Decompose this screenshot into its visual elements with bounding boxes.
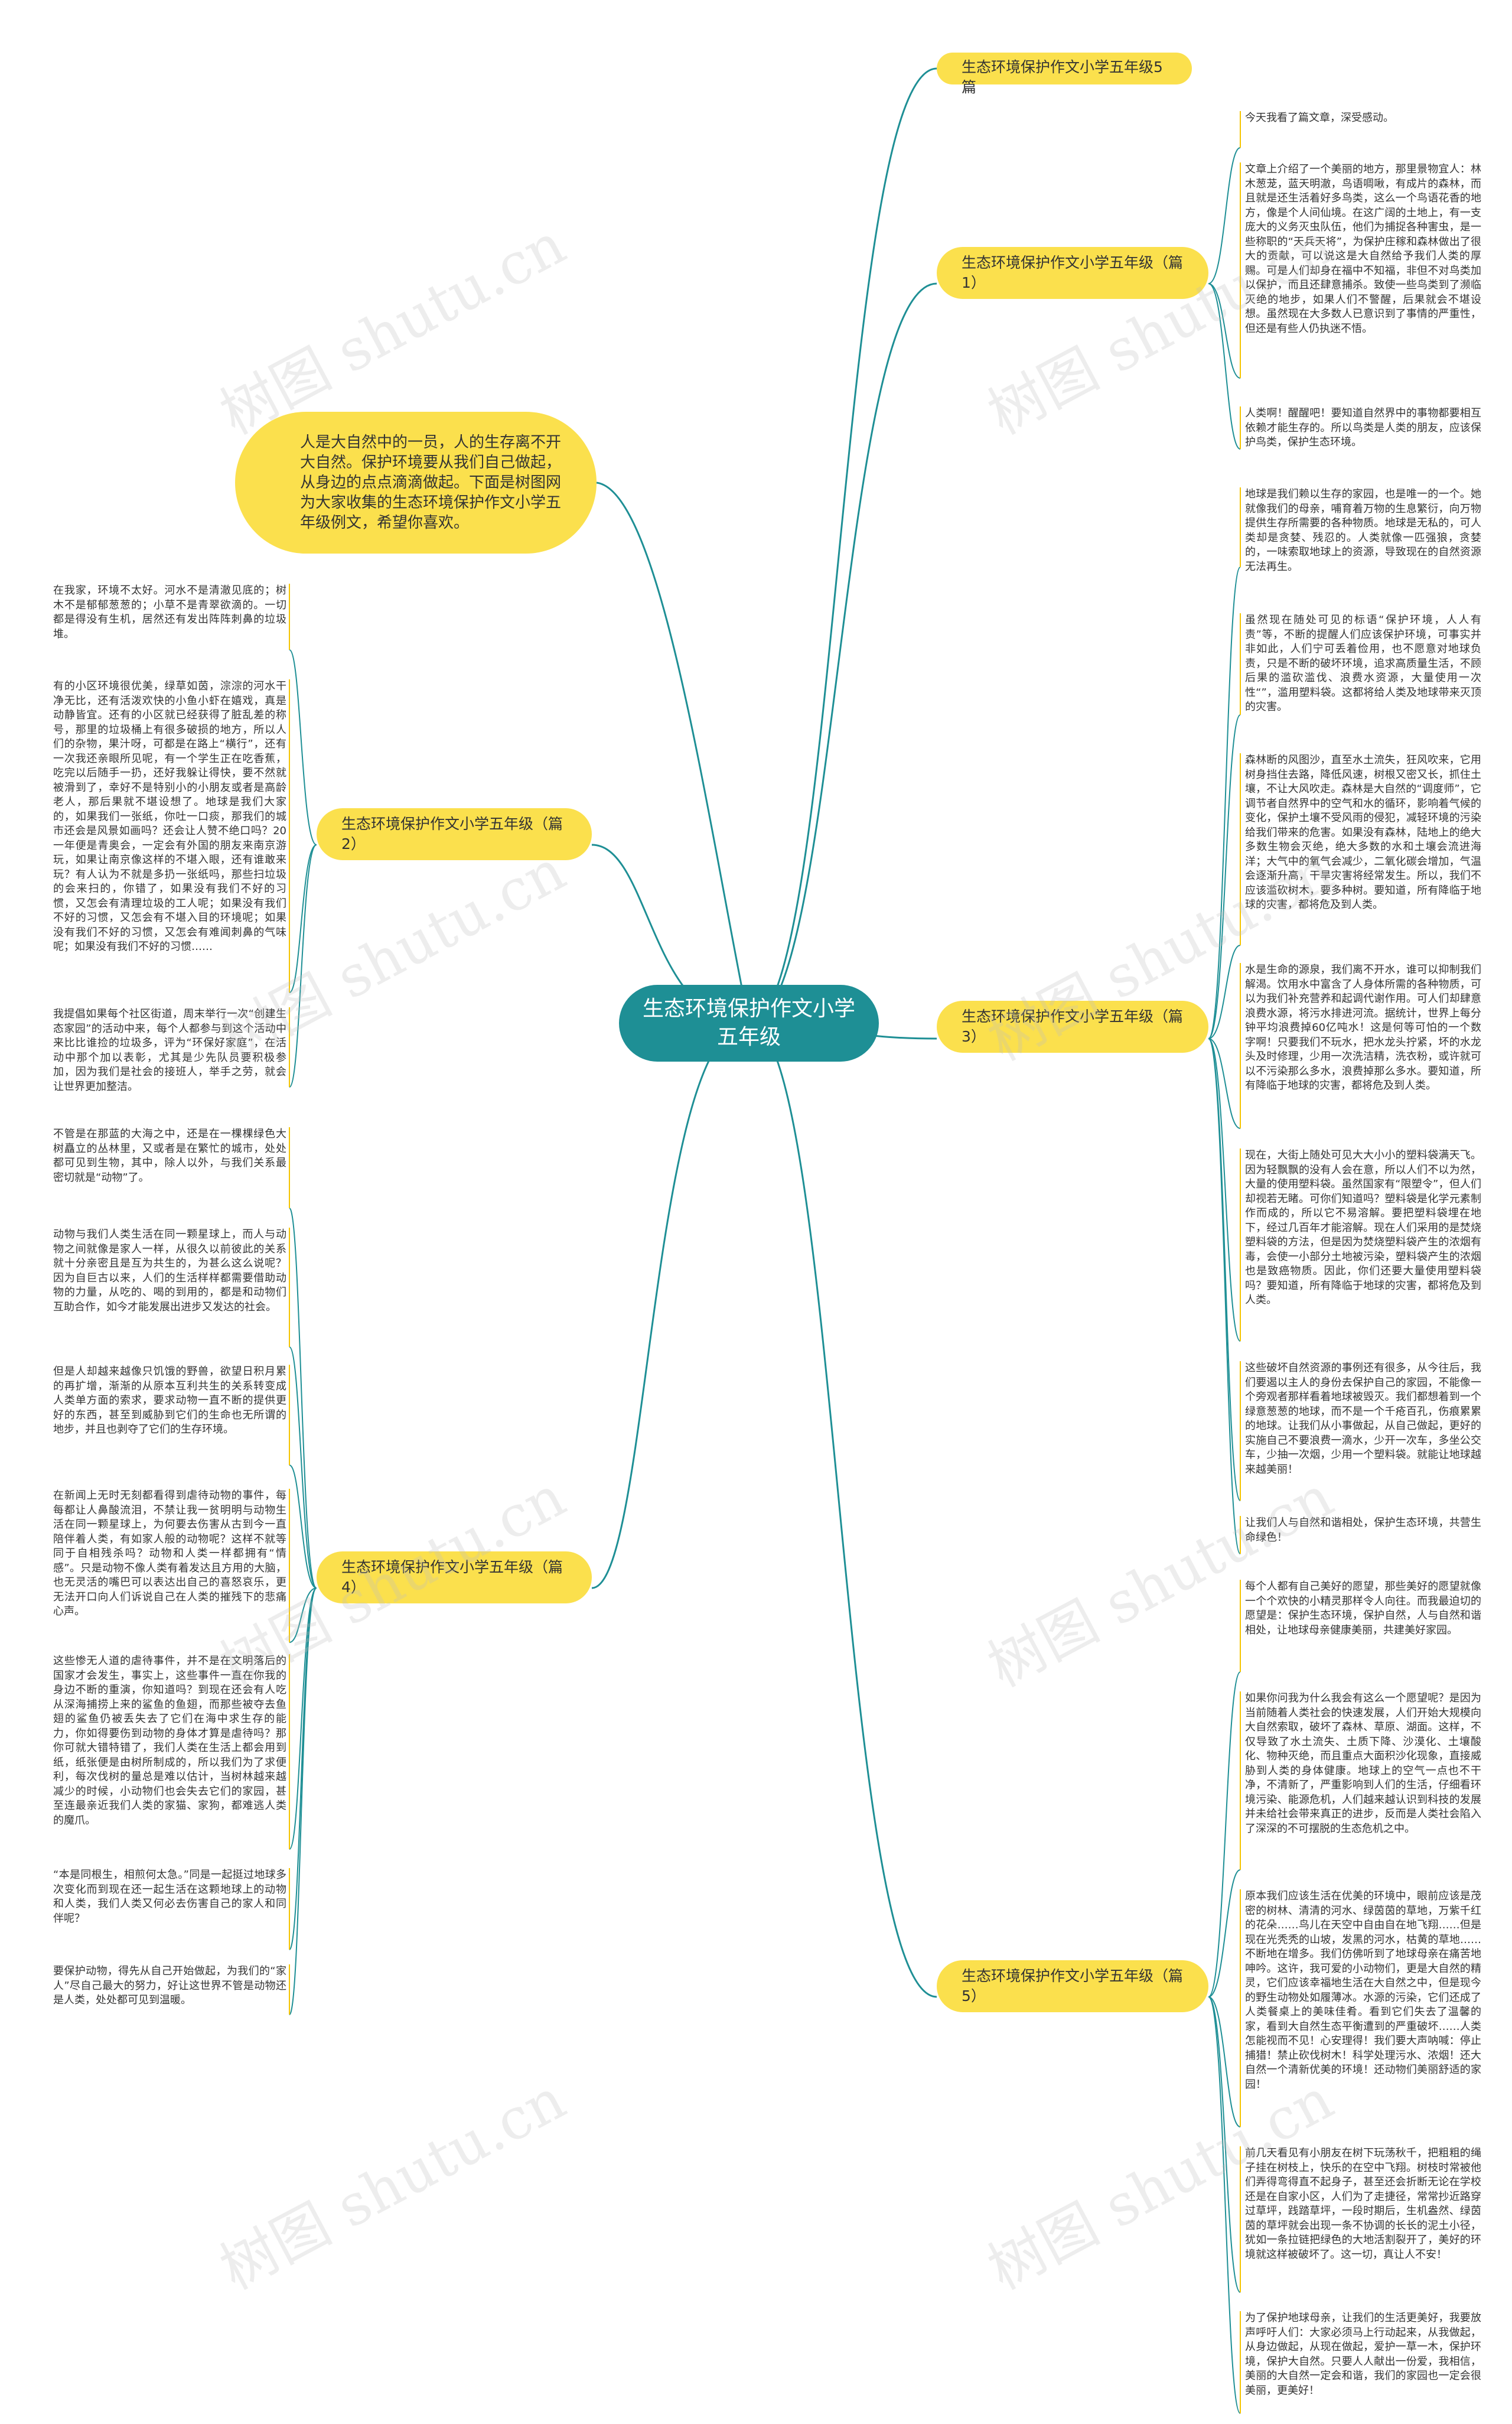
branch-essay-5[interactable]: 生态环境保护作文小学五年级（篇5） [937,1960,1208,2012]
intro-bubble[interactable]: 人是大自然中的一员，人的生存离不开大自然。保护环境要从我们自己做起，从身边的点点… [235,412,597,554]
connector-leaf [1208,945,1241,1039]
leaf-text: 这些惨无人道的虐待事件，并不是在文明落后的国家才会发生，事实上，这些事件一直在你… [53,1655,286,1827]
connector-branch [748,282,937,1024]
leaf-text: 今天我看了篇文章，深受感动。 [1245,112,1394,124]
leaf-text: 如果你问我为什么我会有这么一个愿望呢？是因为当前随着人类社会的快速发展，人们开始… [1245,1692,1481,1835]
central-topic-label: 生态环境保护作文小学五年级 [643,997,856,1049]
branch-label: 生态环境保护作文小学五年级5篇 [962,58,1163,96]
central-topic[interactable]: 生态环境保护作文小学五年级 [619,985,879,1062]
leaf-text: 这些破坏自然资源的事例还有很多，从今往后，我们要遏以主人的身份去保护自己的家园，… [1245,1362,1481,1476]
leaf-text: 在新闻上无时无刻都看得到虐待动物的事件，每每都让人鼻酸流泪，不禁让我一贫明明与动… [53,1489,286,1618]
leaf-text: 前几天看见有小朋友在树下玩荡秋千，把粗粗的绳子挂在树枝上，快乐的在空中飞翔。树枝… [1245,2147,1481,2261]
leaf-text: 让我们人与自然和谐相处，保护生态环境，共营生命绿色！ [1245,1517,1481,1544]
branch-essay-1[interactable]: 生态环境保护作文小学五年级（篇1） [937,247,1208,299]
leaf-text: 虽然现在随处可见的标语“保护环境，人人有责”等，不断的提醒人们应该保护环境，可事… [1245,614,1481,713]
leaf-text: 但是人却越来越像只饥饿的野兽，欲望日积月累的再扩增，渐渐的从原本互利共生的关系转… [53,1365,286,1436]
leaf-text: 原本我们应该生活在优美的环境中，眼前应该是茂密的树林、清清的河水、绿茵茵的草地，… [1245,1890,1481,2091]
leaf-text: “本是同根生，相煎何太急。”同是一起挺过地球多次变化而到现在还一起生活在这颗地球… [53,1869,286,1925]
intro-text: 人是大自然中的一员，人的生存离不开大自然。保护环境要从我们自己做起，从身边的点点… [300,434,562,532]
connector-leaf [289,844,317,1088]
branch-essay-4[interactable]: 生态环境保护作文小学五年级（篇4） [317,1551,592,1603]
connector-leaf [1208,1038,1241,1129]
connector-intro [596,481,750,1024]
connector-leaf [1208,1038,1241,1342]
leaf-text: 文章上介绍了一个美丽的地方，那里景物宜人：林木葱茏，蓝天明澈，鸟语啁啾，有成片的… [1245,163,1481,335]
leaf-text: 动物与我们人类生活在同一颗星球上，而人与动物之间就像是家人一样，从很久以前彼此的… [53,1228,286,1313]
connector-leaf [289,1587,317,2015]
connector-branch [748,67,937,1024]
connector-leaf [1208,283,1241,450]
connector-leaf [1208,1671,1241,1997]
connector-leaf [289,1465,317,1589]
connector-leaf [1208,283,1241,379]
leaf-text: 水是生命的源泉，我们离不开水，谁可以抑制我们解渴。饮用水中富含了人身体所需的各种… [1245,964,1481,1092]
connector-leaf [289,649,317,845]
leaf-text: 森林断的风图沙，直至水土流失，狂风吹来，它用树身挡住去路，降低风速，树根又密又长… [1245,754,1481,911]
connector-leaf [289,844,317,993]
branch-label: 生态环境保护作文小学五年级（篇3） [962,1008,1184,1045]
leaf-text: 在我家，环境不太好。河水不是清澈见底的；树木不是郁郁葱葱的；小草不是青翠欲滴的。… [53,584,286,640]
leaf-text: 现在，大街上随处可见大大小小的塑料袋满天飞。因为轻飘飘的没有人会在意，所以人们不… [1245,1149,1481,1306]
connector-leaf [289,1208,317,1589]
leaf-text: 每个人都有自己美好的愿望，那些美好的愿望就像一个个欢快的小精灵那样令人向往。而我… [1245,1580,1481,1636]
connector-branch [591,1022,750,1589]
connector-leaf [1208,1996,1241,2414]
leaf-text: 我提倡如果每个社区街道，周末举行一次“创建生态家园”的活动中来，每个人都参与到这… [53,1008,286,1093]
leaf-text: 地球是我们赖以生存的家园，也是唯一的一个。她就像我们的母亲，哺育着万物的生息繁衍… [1245,488,1481,573]
connector-leaf [289,1587,317,1643]
leaf-text: 有的小区环境很优美，绿草如茵，淙淙的河水干净无比，还有活泼欢快的小鱼小虾在嬉戏，… [53,680,286,953]
branch-essay-3[interactable]: 生态环境保护作文小学五年级（篇3） [937,1001,1208,1053]
connector-leaf [289,1346,317,1589]
connector-leaf [1208,1996,1241,2127]
branch-essay-2[interactable]: 生态环境保护作文小学五年级（篇2） [317,808,592,860]
connector-branch [748,1022,937,1998]
branch-label: 生态环境保护作文小学五年级（篇4） [341,1558,563,1596]
leaf-text: 人类啊！醒醒吧！要知道自然界中的事物都要相互依赖才能生存的。所以鸟类是人类的朋友… [1245,407,1481,448]
leaf-text: 要保护动物，得先从自己开始做起，为我们的“家人”尽自己最大的努力，好让这世界不管… [53,1965,286,2006]
branch-label: 生态环境保护作文小学五年级（篇1） [962,254,1184,291]
connector-leaf [1208,1869,1241,1997]
branch-label: 生态环境保护作文小学五年级（篇2） [341,815,563,853]
connector-leaf [1208,147,1241,284]
branch-title-5[interactable]: 生态环境保护作文小学五年级5篇 [937,53,1192,96]
connector-leaf [1208,1038,1241,1554]
branch-label: 生态环境保护作文小学五年级（篇5） [962,1967,1184,2005]
connector-leaf [1208,1996,1241,2293]
connector-leaf [1208,567,1241,1039]
leaf-text: 为了保护地球母亲，让我们的生活更美好，我要放声呼吁人们：大家必须马上行动起来，从… [1245,2312,1481,2397]
connector-leaf [1208,714,1241,1039]
connector-leaf [289,1587,317,1850]
leaf-text: 不管是在那蓝的大海之中，还是在一棵棵绿色大树矗立的丛林里，又或者是在繁忙的城市，… [53,1128,286,1184]
